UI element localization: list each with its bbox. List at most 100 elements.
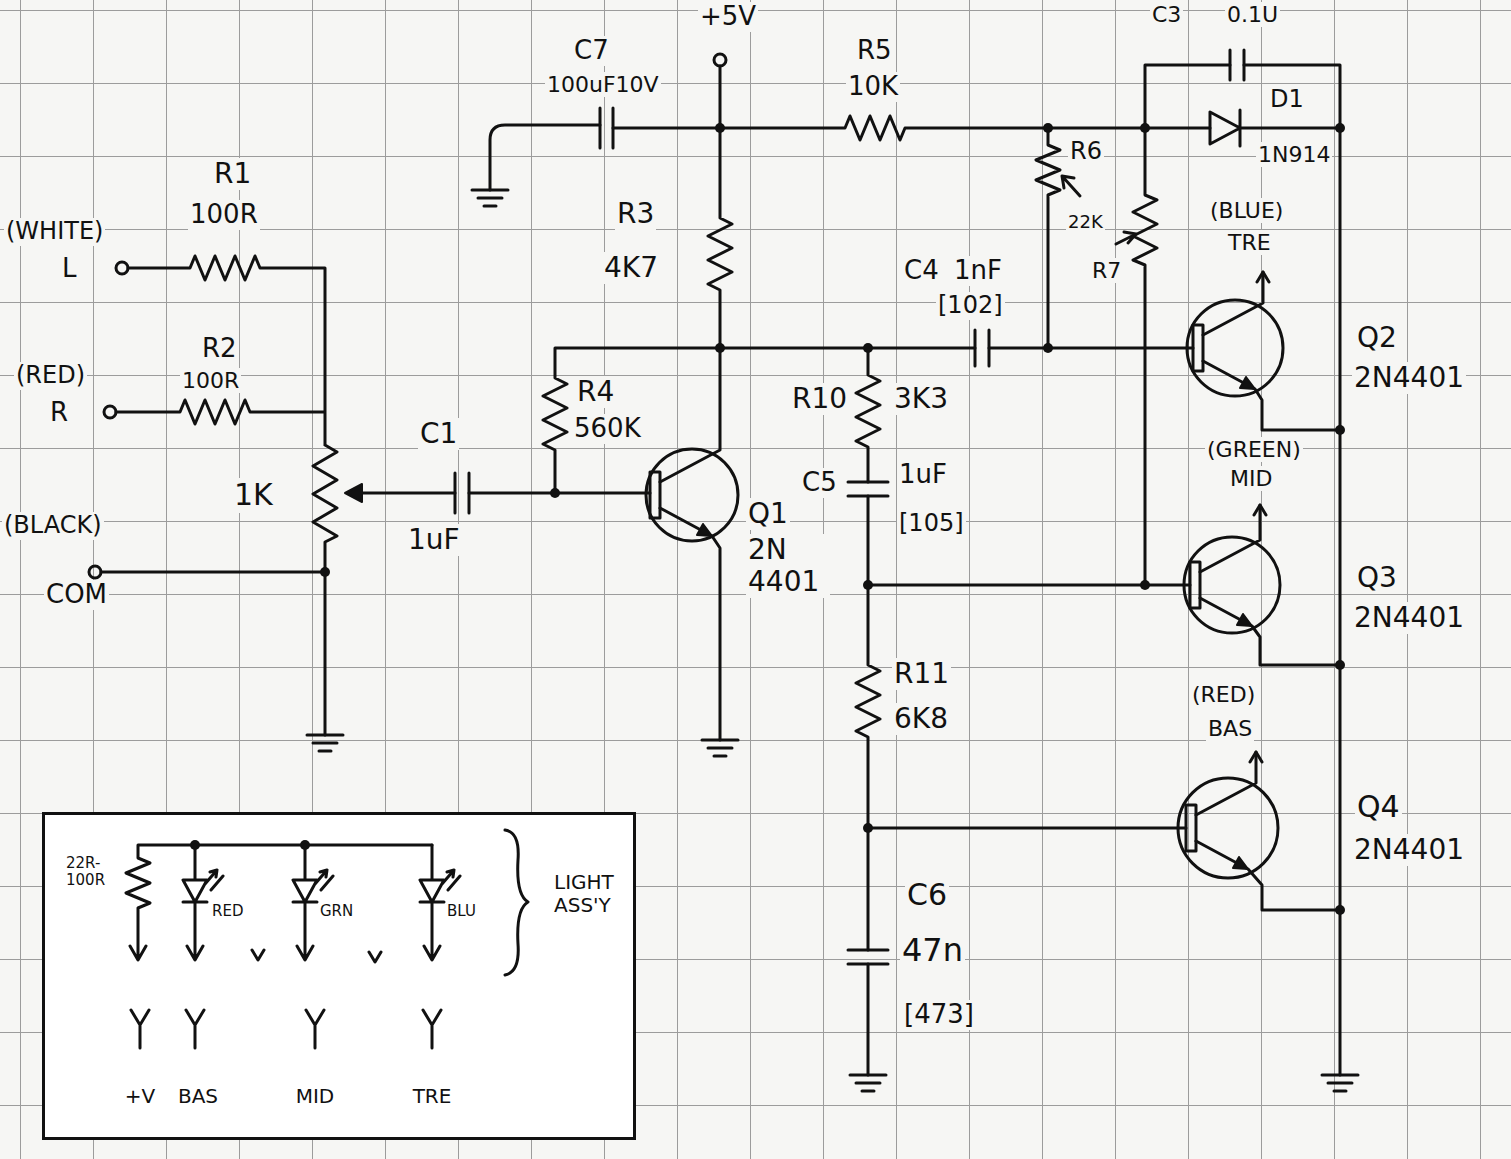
component-label: 1uF — [897, 460, 949, 490]
component-label: Q1 — [746, 498, 790, 530]
component-label: R5 — [855, 36, 894, 66]
junction-dot — [715, 123, 725, 133]
component-label: (RED) — [1190, 682, 1257, 707]
connector-pin — [131, 1010, 441, 1048]
component-label: C7 — [572, 36, 611, 66]
assembly-label: BAS — [176, 1085, 220, 1108]
component-label: R3 — [615, 198, 656, 230]
component-label: 4K7 — [602, 252, 660, 284]
trimmer-arrow — [1062, 176, 1080, 196]
component-label: C5 — [800, 468, 839, 498]
transistor-symbol — [1187, 300, 1283, 396]
inset-wire — [126, 845, 432, 960]
assembly-label: LIGHT ASS'Y — [552, 871, 630, 917]
component-label: BAS — [1206, 716, 1254, 741]
component-label: (BLUE) — [1208, 198, 1285, 223]
component-label: R1 — [212, 158, 253, 190]
transistor-base — [1193, 325, 1203, 371]
component-label: 1N914 — [1256, 142, 1332, 167]
assembly-label: +V — [123, 1085, 157, 1108]
brace — [505, 830, 528, 975]
assembly-label: MID — [294, 1085, 337, 1108]
assembly-label: TRE — [411, 1085, 454, 1108]
component-label: 2N4401 — [1352, 834, 1466, 866]
junction-dot — [1335, 660, 1345, 670]
component-label: C4 — [902, 256, 941, 286]
junction-dots — [190, 123, 1345, 915]
component-label: 2N4401 — [1352, 362, 1466, 394]
component-label: 1uF — [406, 524, 462, 556]
transistor-symbol — [1178, 778, 1278, 878]
component-label: 100R — [180, 368, 241, 393]
component-label: (GREEN) — [1205, 437, 1303, 462]
junction-dot — [1140, 580, 1150, 590]
component-label: 100R — [188, 200, 260, 230]
transistor-base — [1186, 805, 1196, 851]
component-label: Q3 — [1355, 562, 1399, 594]
transistor-base — [650, 472, 660, 518]
component-label: 0.1U — [1225, 2, 1280, 27]
assembly-label: GRN — [318, 903, 355, 920]
component-label: R2 — [200, 334, 239, 364]
component-label: R4 — [575, 376, 616, 408]
component-label: R6 — [1068, 138, 1104, 166]
junction-dot — [715, 343, 725, 353]
component-label: R — [48, 398, 70, 428]
component-label: L — [60, 254, 79, 284]
diode-symbol — [1210, 110, 1240, 146]
junction-dot — [863, 343, 873, 353]
terminal — [104, 406, 116, 418]
transistor-symbol — [1184, 537, 1280, 633]
junction-dot — [550, 488, 560, 498]
transistor-base — [1190, 562, 1200, 608]
transistor-symbol — [646, 449, 738, 541]
component-label: 1nF — [952, 256, 1004, 286]
component-label: (BLACK) — [2, 512, 104, 540]
junction-dot — [1140, 123, 1150, 133]
led-symbol — [183, 845, 460, 960]
wiper-arrow — [345, 484, 362, 502]
component-label: D1 — [1268, 86, 1306, 114]
component-label: Q4 — [1355, 790, 1402, 825]
junction-dot — [1335, 905, 1345, 915]
component-label: (RED) — [14, 362, 87, 390]
component-label: +5V — [698, 2, 758, 32]
component-label: COM — [44, 580, 109, 610]
component-label: TRE — [1226, 230, 1273, 255]
junction-dot — [1043, 343, 1053, 353]
component-label: [102] — [936, 292, 1005, 320]
component-label: [473] — [902, 1000, 976, 1030]
component-label: R11 — [892, 658, 951, 690]
component-label: 100uF10V — [545, 72, 661, 97]
component-label: C1 — [418, 418, 459, 450]
assembly-label: 22R-100R — [64, 855, 109, 890]
component-label: 47n — [900, 932, 965, 969]
junction-dot — [1335, 425, 1345, 435]
component-label: 2N 4401 — [746, 534, 830, 598]
component-label: 2N4401 — [1352, 602, 1466, 634]
terminal — [89, 566, 101, 578]
component-label: 3K3 — [892, 383, 950, 415]
assembly-label: BLU — [445, 903, 478, 920]
assembly-box: 22R-100R RED GRN BLU LIGHT ASS'Y +V BAS MID TRE — [42, 812, 636, 1140]
terminal — [714, 54, 726, 66]
component-label: MID — [1228, 466, 1274, 491]
component-label: R10 — [790, 383, 849, 415]
tick-mark — [252, 950, 381, 962]
component-label: 1K — [232, 478, 275, 513]
emitter-arrow — [697, 377, 1255, 869]
component-label: (WHITE) — [4, 218, 105, 246]
trimmer-arrow — [1116, 232, 1136, 244]
terminal — [116, 262, 128, 274]
junction-dot — [320, 567, 330, 577]
assembly-label: RED — [210, 903, 245, 920]
junction-dot — [863, 580, 873, 590]
inset-ground — [42, 812, 636, 1140]
component-label: C6 — [905, 878, 949, 913]
junction-dot — [1335, 123, 1345, 133]
component-label: 6K8 — [892, 703, 950, 735]
junction-dot — [1043, 123, 1053, 133]
capacitor-symbol — [455, 50, 1244, 964]
